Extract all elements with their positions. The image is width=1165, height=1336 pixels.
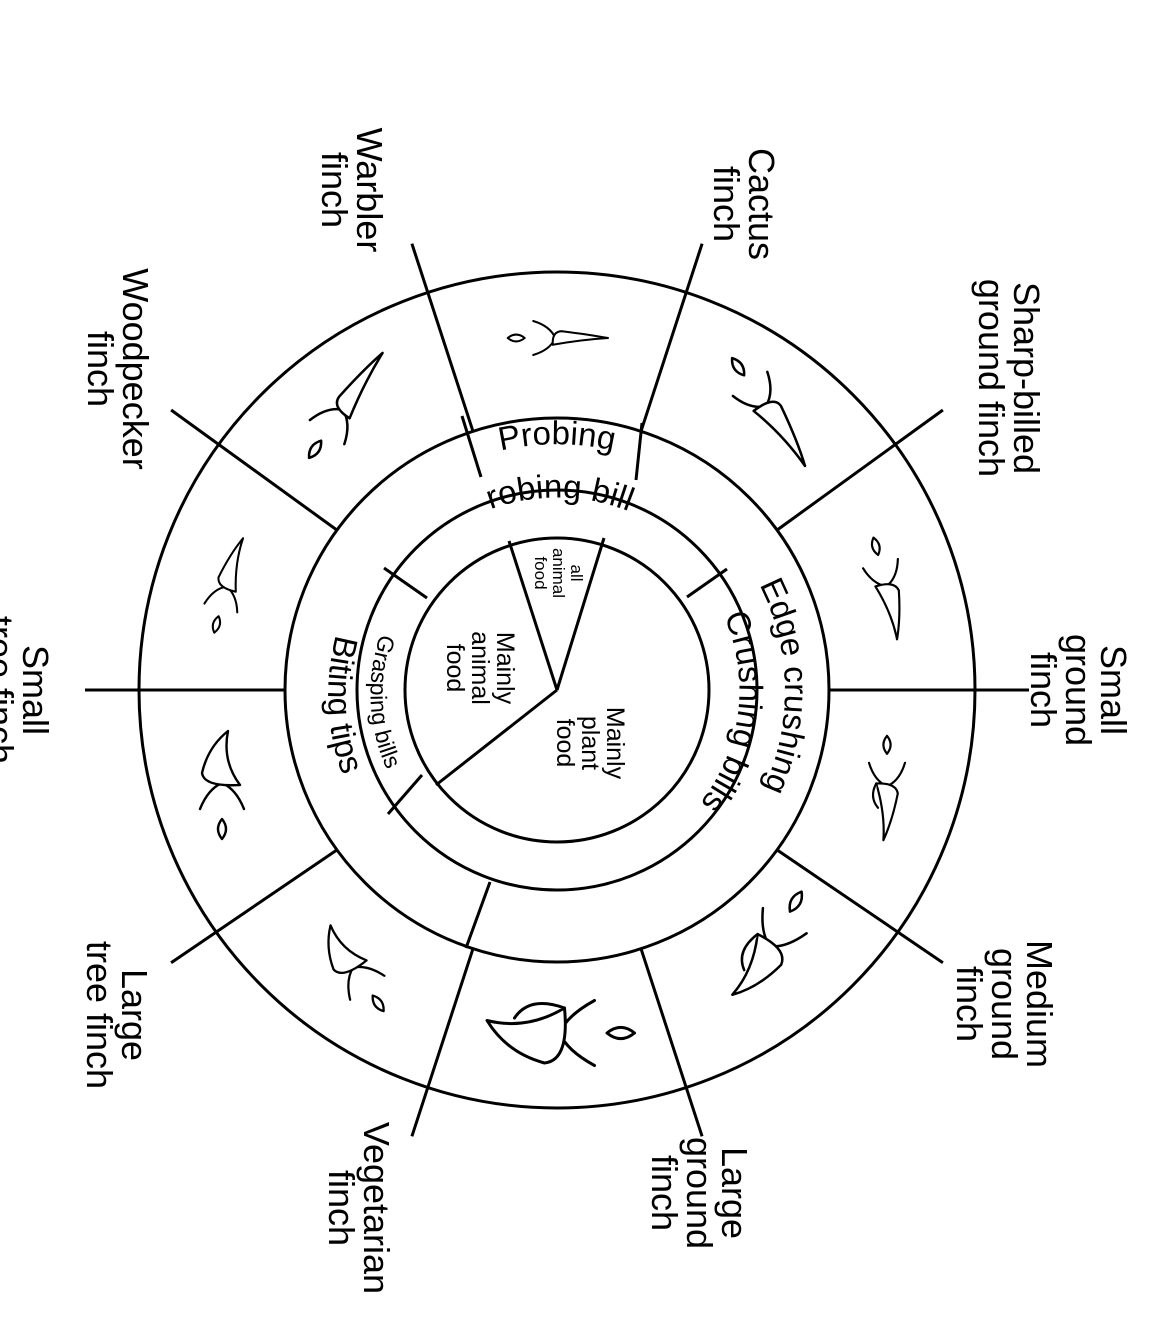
beak-icon-warbler [506, 319, 610, 357]
finch-label-vegetarian: Vegetarianfinch [321, 1122, 397, 1294]
label-crushing-bills: Crushing bills [694, 605, 769, 820]
finch-labels: Smallgroundfinch Mediumgroundfinch Large… [0, 128, 1134, 1294]
label-all-animal-food: all animal food [531, 548, 586, 598]
svg-text:all: all [567, 564, 586, 581]
beak-icon-small-tree [203, 537, 245, 634]
diet-dividers [435, 537, 606, 787]
beak-icon-small-ground [867, 734, 907, 842]
svg-text:animal: animal [549, 548, 568, 598]
svg-text:food: food [551, 719, 579, 768]
finch-label-small-ground: Smallgroundfinch [1023, 634, 1134, 746]
beak-icon-sharp-billed-ground [862, 536, 901, 641]
finch-label-medium-ground: Mediumgroundfinch [949, 940, 1060, 1068]
beak-icon-woodpecker [307, 351, 384, 460]
label-animal-food: Mainly animal food [441, 631, 519, 705]
svg-text:animal: animal [466, 631, 494, 705]
svg-text:Mainly: Mainly [601, 707, 629, 780]
finch-label-small-tree: Smalltree finch [0, 616, 56, 764]
beak-icon-large-tree [198, 729, 246, 841]
svg-text:food: food [441, 644, 469, 693]
species-dividers [85, 243, 1029, 1137]
finch-label-warbler: Warblerfinch [314, 128, 390, 253]
svg-text:food: food [531, 556, 550, 589]
beak-icon-medium-ground [731, 890, 808, 996]
label-biting-tips: Biting tips [321, 633, 371, 778]
inner-ring [355, 488, 759, 892]
svg-text:plant: plant [576, 716, 604, 770]
finch-label-sharp-billed-ground: Sharp-billedground finch [971, 279, 1047, 477]
core-ring [403, 536, 711, 844]
beak-icon-cactus [730, 356, 807, 468]
finch-label-cactus: Cactusfinch [706, 148, 782, 260]
finch-label-large-ground: Largegroundfinch [644, 1137, 755, 1249]
bill-group-dividers [383, 566, 728, 815]
finch-label-large-tree: Largetree finch [79, 941, 155, 1089]
label-probing-bills: Probing bills [481, 122, 1165, 518]
label-plant-food: Mainly plant food [551, 707, 629, 780]
finch-label-woodpecker: Woodpeckerfinch [80, 268, 156, 469]
label-grasping-bills: Grasping bills [365, 632, 406, 771]
beak-drawings [198, 319, 907, 1067]
svg-text:Mainly: Mainly [491, 632, 519, 705]
bill-type-dividers [460, 415, 644, 949]
beak-icon-large-ground [485, 999, 636, 1067]
beak-icon-vegetarian [327, 924, 386, 1013]
